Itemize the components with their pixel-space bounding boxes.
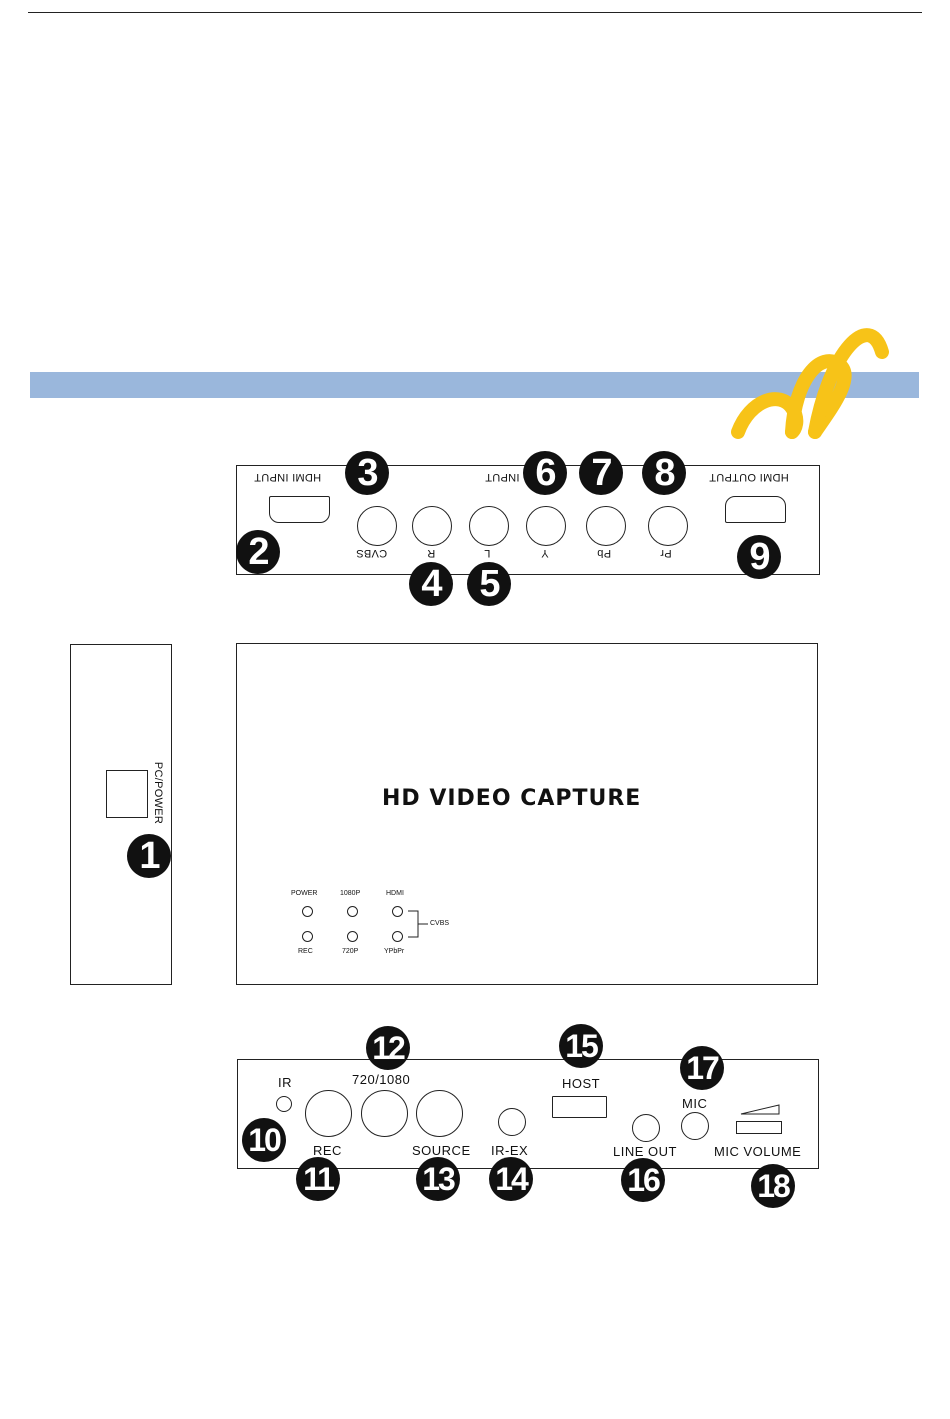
rec-button (305, 1090, 352, 1137)
y-label: Y (541, 547, 549, 559)
mic-volume-slider (736, 1121, 782, 1134)
host-label: HOST (562, 1076, 600, 1091)
ir-sensor (276, 1096, 292, 1112)
ir-label: IR (278, 1075, 292, 1090)
resolution-label: 720/1080 (352, 1072, 410, 1087)
ir-ex-label: IR-EX (491, 1143, 528, 1158)
mic-volume-label: MIC VOLUME (714, 1144, 801, 1159)
ir-ex-jack (498, 1108, 526, 1136)
watermark-logo (700, 290, 900, 440)
callout-18: 18 (751, 1164, 795, 1208)
hdmi-led-label: HDMI (386, 890, 404, 897)
line-out-jack (632, 1114, 660, 1142)
resolution-button (361, 1090, 408, 1137)
callout-11: 11 (296, 1157, 340, 1201)
y-jack (526, 506, 566, 546)
callout-3: 3 (345, 451, 389, 495)
rec-led (302, 931, 313, 942)
720p-led-label: 720P (342, 948, 358, 955)
power-led-label: POWER (291, 890, 317, 897)
front-panel (236, 643, 818, 985)
callout-7: 7 (579, 451, 623, 495)
callout-16: 16 (621, 1158, 665, 1202)
ypbpr-led-label: YPbPr (384, 948, 404, 955)
1080p-led-label: 1080P (340, 890, 360, 897)
source-button (416, 1090, 463, 1137)
ypbpr-led (392, 931, 403, 942)
cvbs-label: CVBS (356, 547, 387, 559)
callout-10: 10 (242, 1118, 286, 1162)
pb-jack (586, 506, 626, 546)
hdmi-input-label: HDMI INPUT (254, 471, 321, 483)
callout-14: 14 (489, 1157, 533, 1201)
line-out-label: LINE OUT (613, 1144, 677, 1159)
callout-6: 6 (523, 451, 567, 495)
audio-l-jack (469, 506, 509, 546)
source-label: SOURCE (412, 1143, 471, 1158)
callout-12: 12 (366, 1026, 410, 1070)
pc-power-label: PC/POWER (152, 753, 164, 833)
callout-15: 15 (559, 1024, 603, 1068)
hdmi-output-port (725, 496, 786, 523)
header-rule (28, 12, 922, 13)
callout-9: 9 (737, 535, 781, 579)
1080p-led (347, 906, 358, 917)
callout-17: 17 (680, 1046, 724, 1090)
device-title: HD VIDEO CAPTURE (382, 786, 641, 811)
mic-jack (681, 1112, 709, 1140)
pr-label: Pr (660, 547, 672, 559)
audio-r-label: R (427, 547, 435, 559)
audio-r-jack (412, 506, 452, 546)
usb-host-port (552, 1096, 607, 1118)
pc-power-port (106, 770, 148, 818)
power-led (302, 906, 313, 917)
hdmi-led (392, 906, 403, 917)
callout-8: 8 (642, 451, 686, 495)
callout-1: 1 (127, 834, 171, 878)
720p-led (347, 931, 358, 942)
callout-4: 4 (409, 562, 453, 606)
callout-2: 2 (236, 530, 280, 574)
callout-5: 5 (467, 562, 511, 606)
cvbs-led-label: CVBS (430, 920, 449, 927)
mic-volume-wedge-icon (740, 1103, 780, 1115)
hdmi-input-port (269, 496, 330, 523)
callout-13: 13 (416, 1157, 460, 1201)
audio-l-label: L (484, 547, 490, 559)
rec-led-label: REC (298, 948, 313, 955)
pb-label: Pb (597, 547, 611, 559)
rec-label: REC (313, 1143, 342, 1158)
mic-label: MIC (682, 1096, 707, 1111)
ypbpr-input-label: INPUT (485, 471, 520, 483)
pr-jack (648, 506, 688, 546)
cvbs-jack (357, 506, 397, 546)
hdmi-output-label: HDMI OUTPUT (709, 471, 789, 483)
